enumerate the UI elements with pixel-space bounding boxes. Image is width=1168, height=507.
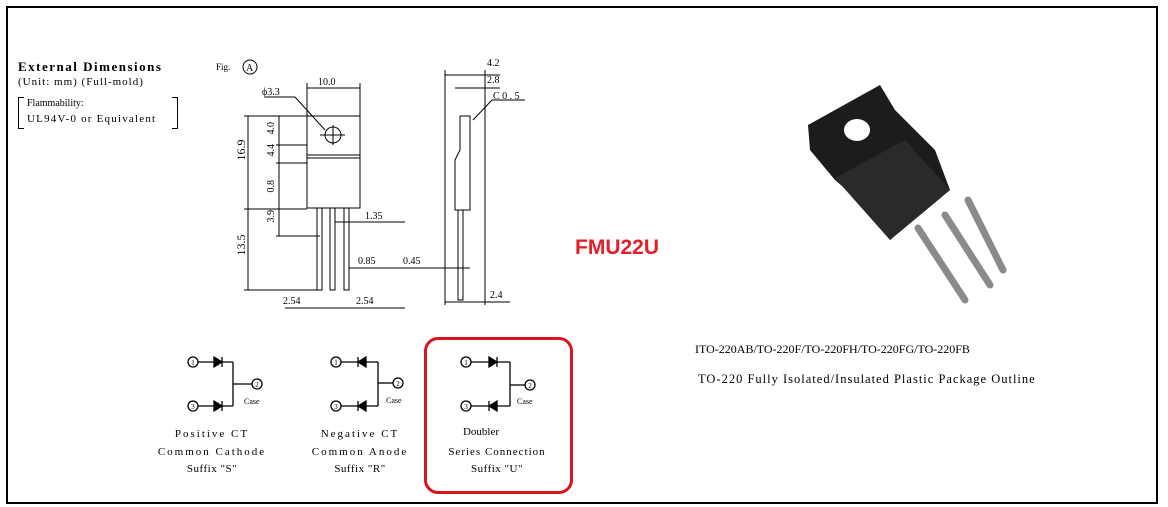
page-frame	[6, 6, 1158, 504]
package-description: TO-220 Fully Isolated/Insulated Plastic …	[698, 372, 1036, 386]
r-caption-1: Negative CT	[320, 428, 400, 440]
dim-3-9: 3.9	[266, 210, 277, 223]
dim-1-35: 1.35	[365, 211, 383, 222]
figure-marker-circle	[242, 59, 258, 75]
r-pin3: 3	[334, 403, 338, 411]
dim-pitch-right: 2.54	[356, 296, 374, 307]
r-caption-2: Common Anode	[311, 446, 409, 458]
s-caption-2: Common Cathode	[157, 446, 267, 458]
s-pin3: 3	[191, 403, 195, 411]
dim-chamfer: C 0 . 5	[493, 91, 520, 102]
s-pin2: 2	[255, 381, 259, 389]
dim-16-9: 16.9	[234, 140, 248, 161]
u-case-label: Case	[517, 397, 533, 406]
figure-marker: A	[246, 63, 254, 74]
dim-13-5: 13.5	[234, 235, 248, 256]
u-caption-2: Series Connection	[448, 446, 546, 458]
part-number: FMU22U	[575, 236, 660, 259]
dim-0-45: 0.45	[403, 256, 421, 267]
dim-4-4: 4.4	[266, 144, 277, 157]
dim-4-2: 4.2	[487, 58, 500, 69]
dim-pitch-left: 2.54	[283, 296, 301, 307]
u-pin1: 1	[464, 359, 468, 367]
dim-width: 10.0	[318, 77, 336, 88]
s-case-label: Case	[244, 397, 260, 406]
package-photo	[808, 85, 1007, 304]
dim-2-4: 2.4	[490, 290, 503, 301]
dim-0-8: 0.8	[266, 180, 277, 193]
r-caption-3: Suffix "R"	[334, 463, 386, 475]
bracket-right	[172, 97, 178, 129]
bracket-left	[18, 97, 24, 129]
package-hole	[844, 119, 870, 141]
dim-4-0: 4.0	[266, 122, 277, 135]
dim-hole: ϕ3.3	[262, 87, 280, 98]
r-pin1: 1	[334, 359, 338, 367]
dim-0-85: 0.85	[358, 256, 376, 267]
u-pin3: 3	[464, 403, 468, 411]
flammability-box: Flammability: UL94V-0 or Equivalent	[18, 97, 178, 129]
package-types: ITO-220AB/TO-220F/TO-220FH/TO-220FG/TO-2…	[695, 342, 970, 356]
flammability-label: Flammability:	[27, 98, 84, 109]
unit-note: (Unit: mm) (Full-mold)	[18, 76, 144, 88]
selected-circuit-highlight	[424, 337, 573, 494]
figure-label: Fig.	[216, 62, 230, 72]
s-caption-3: Suffix "S"	[186, 463, 238, 475]
section-title: External Dimensions	[18, 59, 163, 74]
s-pin1: 1	[191, 359, 195, 367]
r-case-label: Case	[386, 396, 402, 405]
u-caption-1: Doubler	[462, 426, 500, 438]
u-pin2: 2	[528, 382, 532, 390]
r-pin2: 2	[396, 380, 400, 388]
s-caption-1: Positive CT	[174, 428, 250, 440]
dim-2-8: 2.8	[487, 75, 500, 86]
flammability-value: UL94V-0 or Equivalent	[27, 113, 157, 125]
u-caption-3: Suffix "U"	[471, 463, 523, 475]
